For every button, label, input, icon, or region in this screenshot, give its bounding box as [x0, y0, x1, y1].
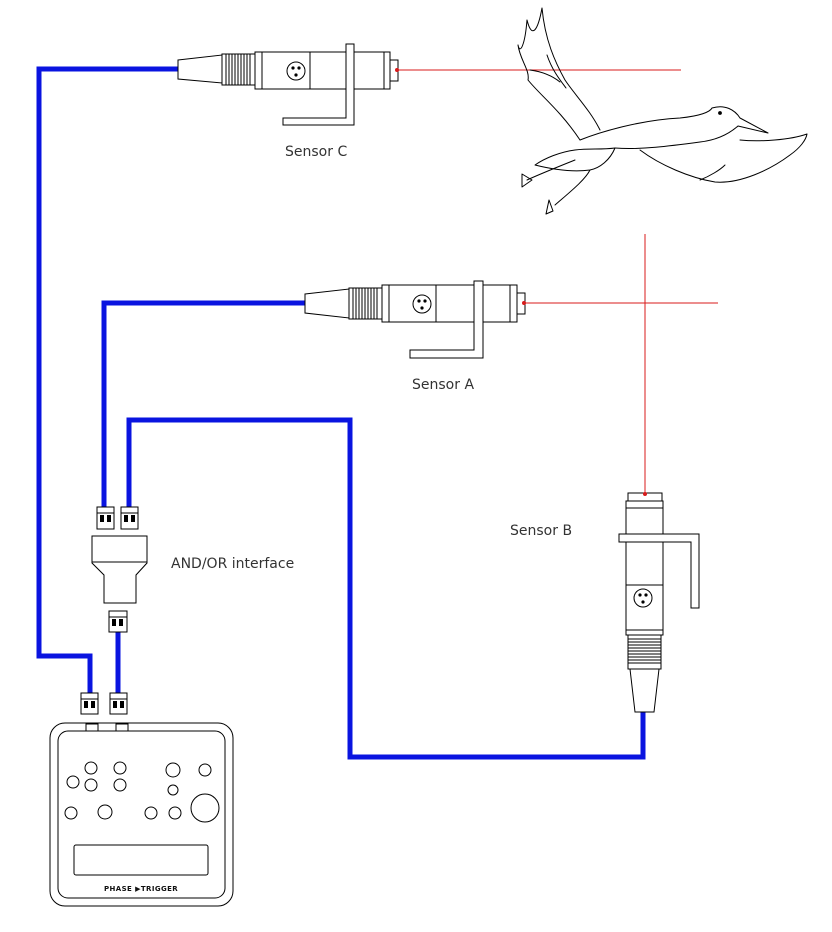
device-brand-label: PHASE ▶TRIGGER: [104, 885, 178, 893]
cable-sensor-c: [36, 66, 178, 693]
sensor-b-label: Sensor B: [510, 523, 572, 539]
device-knobs: [64, 761, 220, 823]
cable-sensor-b: [126, 417, 646, 760]
sensor-c: Sensor C: [177, 43, 399, 160]
and-or-interface-label: AND/OR interface: [171, 556, 294, 572]
cables: [36, 66, 646, 760]
laser-beams: [398, 69, 718, 493]
cable-sensor-a: [101, 300, 305, 507]
phase-trigger-device: PHASE ▶TRIGGER: [49, 692, 234, 907]
sensor-c-label: Sensor C: [285, 144, 347, 160]
sensor-b: Sensor B: [510, 492, 700, 713]
sensor-a-label: Sensor A: [412, 377, 474, 393]
bird-in-flight-icon: [517, 7, 808, 215]
sensor-a: Sensor A: [304, 280, 526, 393]
device-display: [73, 844, 209, 876]
and-or-interface: AND/OR interface: [91, 506, 294, 633]
